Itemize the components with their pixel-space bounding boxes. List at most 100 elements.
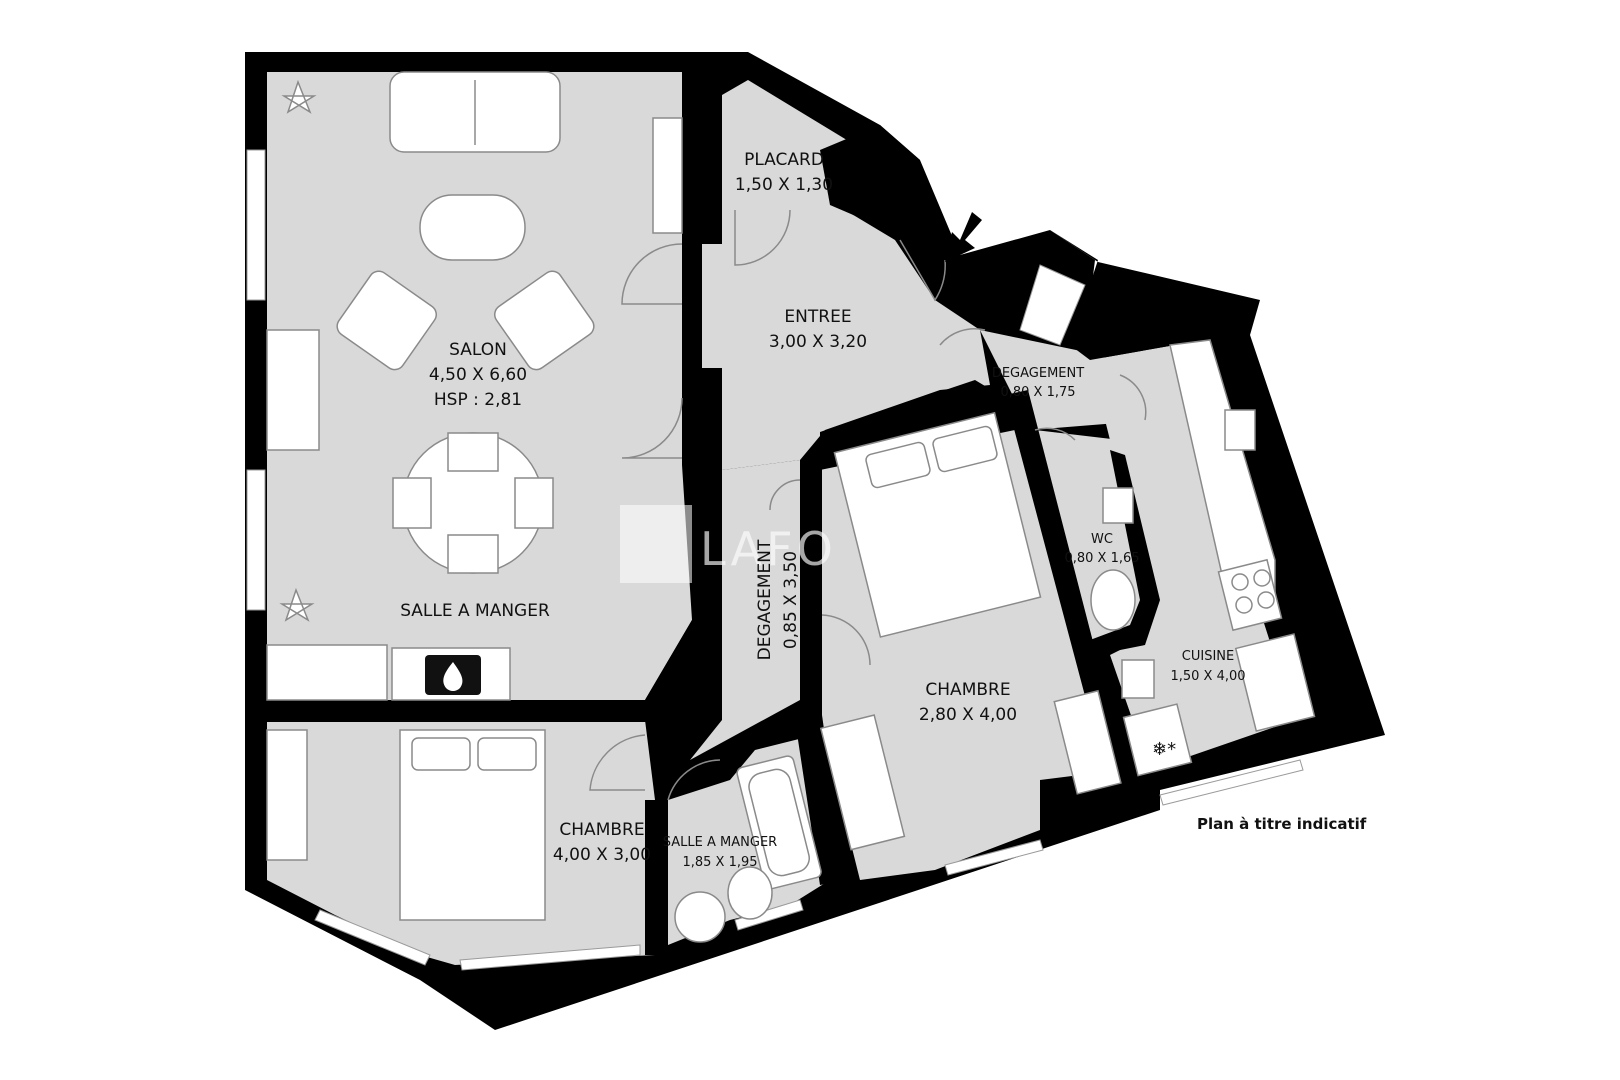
- wc-dims: 0,80 X 1,65: [1064, 551, 1139, 566]
- wall-salon-entree-top: [682, 52, 722, 244]
- pillow-icon: [865, 441, 931, 489]
- placard-dims: 1,50 X 1,30: [735, 175, 833, 195]
- armchair-left-icon: [336, 270, 437, 371]
- fire-icon: [443, 662, 463, 691]
- burner-icon: [1253, 569, 1271, 587]
- entree-dims: 3,00 X 3,20: [769, 332, 867, 352]
- plant-icon: [281, 79, 317, 114]
- window-salon-2: [246, 469, 266, 611]
- wall-salon-entree-bottom: [645, 465, 722, 722]
- wall-kitchen-corner: [1050, 230, 1260, 360]
- dining-chair-top-icon: [447, 432, 499, 472]
- floor-degagement-2: [690, 460, 815, 760]
- wc-sink-icon: [1102, 487, 1134, 524]
- furniture-bathroom: [674, 755, 822, 943]
- doors: [589, 209, 1147, 801]
- dining-chair-right-icon: [514, 477, 554, 529]
- interior-walls: [267, 52, 1260, 955]
- sideboard-icon: [266, 644, 388, 701]
- sink-icon: [674, 891, 726, 943]
- pillow-icon: [932, 425, 998, 473]
- degagement-1-dims: 0,80 X 1,75: [1000, 385, 1075, 400]
- door-salon-2: [621, 397, 683, 459]
- salon-dims: 4,50 X 6,60: [429, 365, 527, 385]
- cuisine-name: CUISINE: [1182, 649, 1234, 664]
- furniture-salon: [266, 71, 683, 701]
- entree-name: ENTREE: [784, 307, 851, 327]
- salle-a-manger-name: SALLE A MANGER: [400, 601, 550, 621]
- entrance-arrow-icon: [945, 212, 982, 262]
- wall-placard: [820, 125, 920, 235]
- wardrobe-icon: [266, 729, 308, 861]
- coffee-table-icon: [419, 194, 526, 261]
- chambre-1-dims: 2,80 X 4,00: [919, 705, 1017, 725]
- furniture-wc: [1090, 487, 1136, 631]
- wall-degagement-chambre: [800, 455, 822, 720]
- pillow-icon: [477, 737, 537, 771]
- dresser-icon: [1053, 689, 1122, 795]
- burner-icon: [1257, 591, 1275, 609]
- toilet-icon: [1090, 569, 1136, 631]
- degagement-2-dims: 0,85 X 3,50: [781, 551, 801, 649]
- window-sdb: [734, 899, 804, 931]
- burner-icon: [1235, 596, 1253, 614]
- window-chambre-1: [944, 839, 1044, 876]
- window-chambre-2: [314, 909, 431, 966]
- wall-sdb-chambre: [795, 715, 845, 885]
- fridge-icon: [1122, 703, 1193, 777]
- watermark-logo-icon: [620, 505, 692, 583]
- wall-chambre-wc: [1005, 390, 1130, 790]
- door-chambre-2: [589, 734, 646, 791]
- window-salon-1: [246, 149, 266, 301]
- salle-a-manger-2-dims: 1,85 X 1,95: [682, 855, 757, 870]
- window-chambre-2b: [459, 944, 641, 971]
- door-chambre-1: [769, 479, 871, 666]
- dining-chair-bottom-icon: [447, 534, 499, 574]
- windows: [246, 149, 1304, 971]
- window-entrance-closet: [1019, 264, 1086, 346]
- wardrobe-icon: [819, 714, 906, 851]
- microwave-icon: [1224, 409, 1256, 451]
- salon-name: SALON: [449, 340, 507, 360]
- wall-entry-post: [985, 300, 1009, 322]
- oven-icon: [1121, 659, 1155, 699]
- degagement-1-name: DEGAGEMENT: [992, 366, 1084, 381]
- plant-icon: [279, 587, 315, 622]
- chambre-2-name: CHAMBRE: [559, 820, 644, 840]
- tv-cabinet-icon: [652, 117, 683, 234]
- door-cuisine: [1119, 374, 1147, 421]
- room-labels: SALON 4,50 X 6,60 HSP : 2,81 SALLE A MAN…: [400, 150, 1245, 870]
- placard-name: PLACARD: [744, 150, 824, 170]
- floor-entree: [702, 210, 990, 470]
- dining-chair-left-icon: [392, 477, 432, 529]
- door-entree-main: [899, 239, 946, 302]
- pillow-icon: [411, 737, 471, 771]
- furniture-chambre-1: [819, 411, 1122, 851]
- furniture-chambre-2: [266, 729, 546, 921]
- disclaimer-note: Plan à titre indicatif: [1197, 815, 1367, 833]
- watermark-text: LAFO: [700, 522, 837, 576]
- wall-salon-chambre: [267, 700, 667, 722]
- degagement-2-name: DEGAGEMENT: [755, 539, 775, 660]
- wall-entree-chambre: [820, 380, 1010, 460]
- toilet-icon: [727, 866, 773, 920]
- bathtub-inner-icon: [748, 768, 810, 877]
- watermark: LAFO: [620, 505, 837, 583]
- door-salon-1: [621, 243, 683, 305]
- door-sdb: [667, 759, 721, 801]
- burner-icon: [1231, 573, 1249, 591]
- door-degagement: [939, 328, 986, 346]
- chambre-1-name: CHAMBRE: [925, 680, 1010, 700]
- wall-wc-cuisine: [1090, 450, 1160, 655]
- door-wc: [1034, 427, 1076, 441]
- floor-salon: [267, 72, 692, 700]
- degagement-2-label: DEGAGEMENT 0,85 X 3,50: [755, 539, 801, 660]
- counter-icon: [1169, 339, 1276, 611]
- furniture-cuisine: ❄*: [1121, 339, 1316, 777]
- wall-chambre-sdb: [645, 800, 668, 955]
- armchair-right-icon: [494, 270, 595, 371]
- shelf-icon: [266, 329, 320, 451]
- window-cuisine: [1159, 759, 1304, 806]
- snowflake-icon: ❄*: [1152, 739, 1176, 760]
